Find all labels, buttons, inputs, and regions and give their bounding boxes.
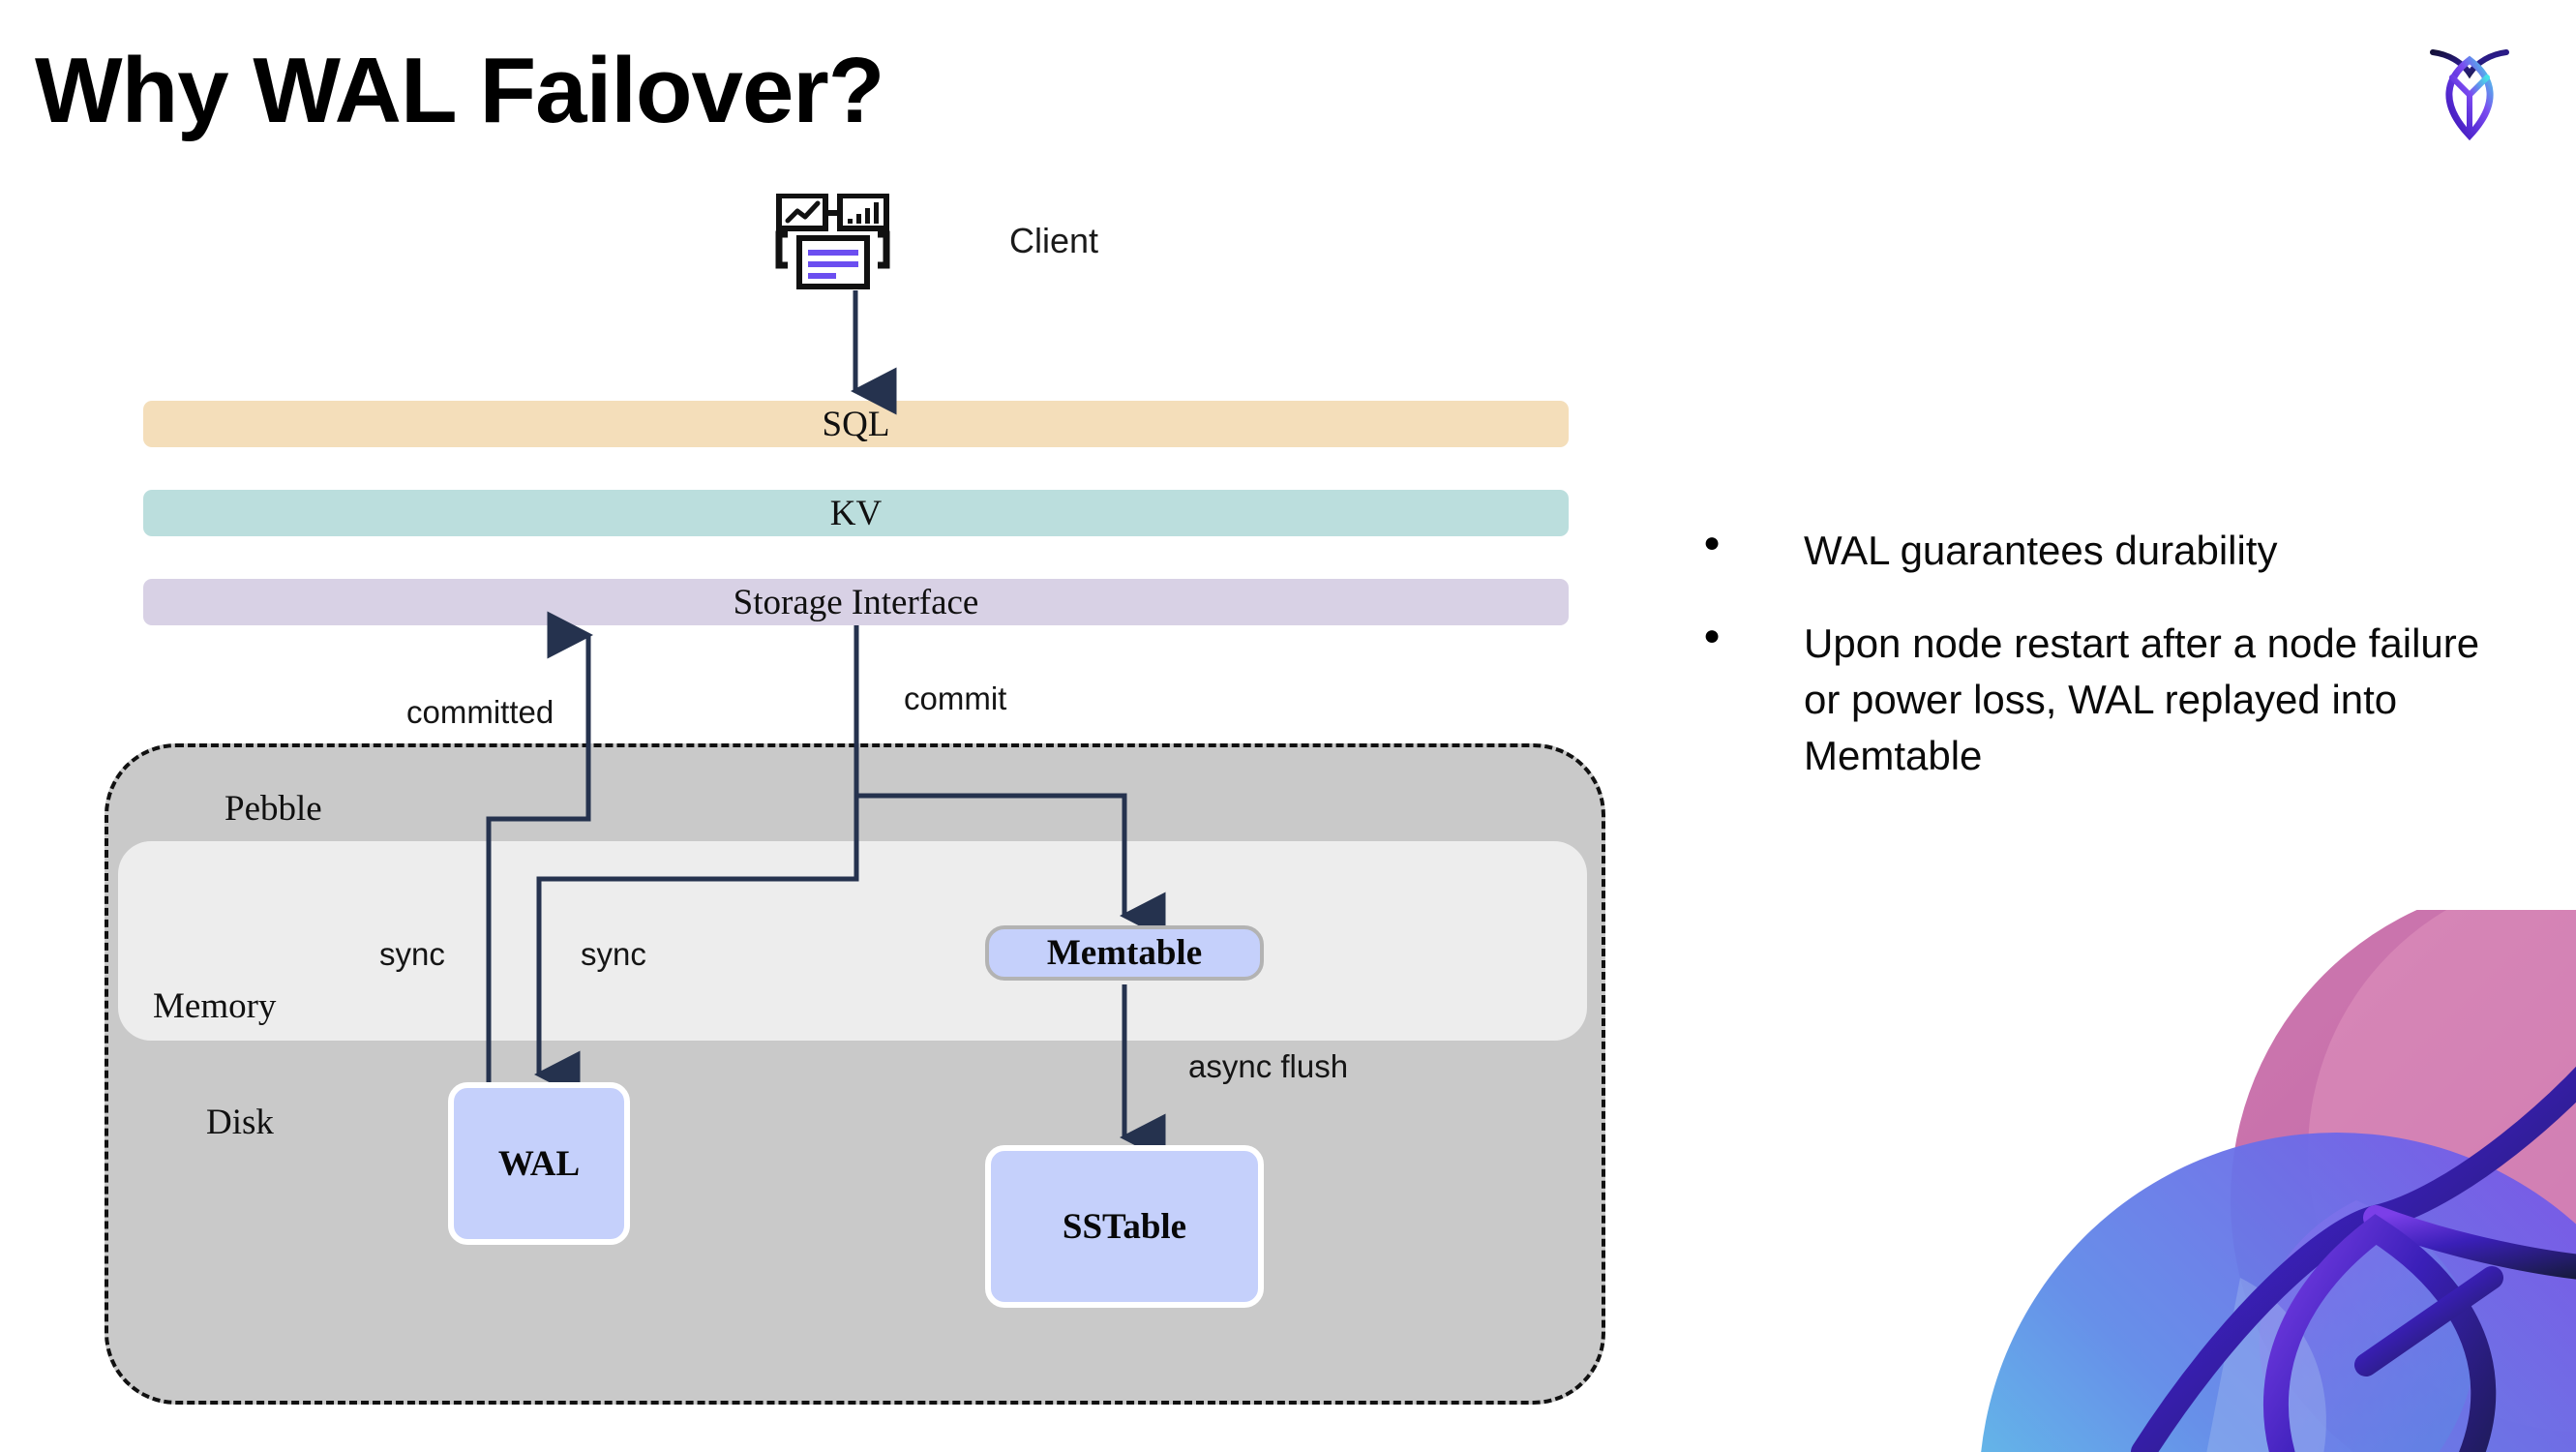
layer-bar-sql: SQL xyxy=(143,401,1569,447)
page-title: Why WAL Failover? xyxy=(35,39,884,142)
memory-label: Memory xyxy=(153,986,277,1026)
pebble-label: Pebble xyxy=(225,789,322,829)
client-label: Client xyxy=(1009,221,1099,260)
node-wal-label: WAL xyxy=(497,1143,581,1184)
node-sstable: SSTable xyxy=(985,1145,1264,1308)
node-wal: WAL xyxy=(448,1082,630,1245)
layer-bar-storage-interface-label: Storage Interface xyxy=(733,582,979,622)
disk-label: Disk xyxy=(206,1103,274,1142)
edge-label-sync-left: sync xyxy=(379,936,445,972)
edge-label-sync-right: sync xyxy=(581,936,646,972)
edge-label-async-flush: async flush xyxy=(1188,1048,1349,1084)
edge-label-commit: commit xyxy=(904,681,1007,716)
node-memtable-label: Memtable xyxy=(1046,933,1203,973)
bullet-text: Upon node restart after a node failure o… xyxy=(1804,620,2480,778)
layer-bar-sql-label: SQL xyxy=(822,404,890,444)
edge-label-committed: committed xyxy=(406,694,554,730)
memory-region xyxy=(118,841,1587,1041)
layer-bar-kv-label: KV xyxy=(829,493,883,533)
bullet-dot-icon: ● xyxy=(1703,619,1722,651)
node-sstable-label: SSTable xyxy=(1062,1206,1187,1247)
layer-bar-kv: KV xyxy=(143,490,1569,536)
node-memtable: Memtable xyxy=(985,925,1264,981)
cockroach-logo-icon xyxy=(2411,31,2528,147)
bullet-list: ● WAL guarantees durability ● Upon node … xyxy=(1703,523,2516,821)
client-monitor-icon xyxy=(774,193,929,310)
bullet-text: WAL guarantees durability xyxy=(1804,528,2278,573)
cockroach-logo-decorative-icon xyxy=(1950,910,2576,1452)
list-item: ● WAL guarantees durability xyxy=(1703,523,2516,579)
layer-bar-storage-interface: Storage Interface xyxy=(143,579,1569,625)
bullet-dot-icon: ● xyxy=(1703,527,1722,559)
list-item: ● Upon node restart after a node failure… xyxy=(1703,616,2516,784)
